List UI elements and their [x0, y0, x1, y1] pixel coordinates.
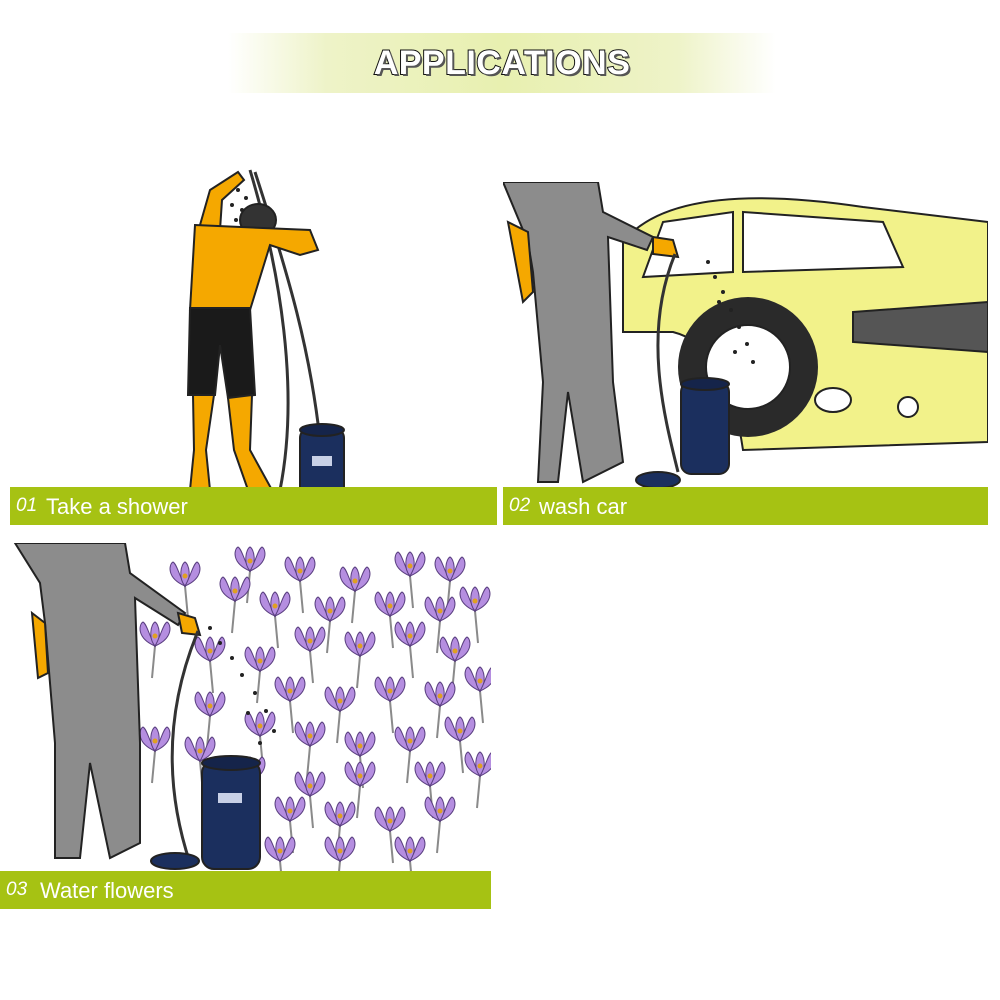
shower-scene	[10, 150, 497, 490]
flower	[374, 676, 406, 734]
flower	[194, 636, 226, 694]
flower	[184, 736, 216, 794]
flower	[394, 726, 426, 784]
flower-field	[139, 546, 491, 871]
flower	[194, 691, 226, 749]
flower	[424, 596, 456, 654]
flower	[439, 636, 471, 694]
flower	[464, 666, 491, 724]
flower	[374, 591, 406, 649]
caption-number: 01	[16, 495, 38, 516]
flower	[339, 566, 371, 624]
caption-label: wash car	[539, 494, 628, 519]
wash-car-illustration	[503, 182, 988, 487]
flower	[324, 686, 356, 744]
water-flowers-scene	[10, 543, 491, 871]
flower	[169, 561, 201, 619]
caption-take-shower: 01 Take a shower	[10, 487, 497, 525]
flower	[234, 546, 266, 604]
flower	[424, 681, 456, 739]
flower	[444, 716, 476, 774]
caption-number: 02	[509, 495, 531, 516]
flower	[244, 646, 276, 704]
flower	[394, 621, 426, 679]
flower	[294, 771, 326, 829]
shower-illustration	[186, 169, 345, 490]
flower	[274, 676, 306, 734]
flower	[284, 556, 316, 614]
flower	[139, 726, 171, 784]
flower	[324, 836, 356, 871]
flower	[219, 576, 251, 634]
caption-number: 03	[6, 879, 28, 900]
water-flowers-illustration	[13, 543, 491, 871]
flower	[259, 591, 291, 649]
flower	[394, 836, 426, 871]
caption-label: Take a shower	[46, 494, 188, 519]
flower	[264, 836, 296, 871]
flower	[294, 626, 326, 684]
wash-car-scene	[503, 182, 988, 487]
caption-wash-car: 02 wash car	[503, 487, 988, 525]
page-title: APPLICATIONS	[373, 43, 631, 83]
flower	[394, 551, 426, 609]
caption-water-flowers: 03 Water flowers	[0, 871, 491, 909]
flower	[314, 596, 346, 654]
flower	[434, 556, 466, 614]
flower	[459, 586, 491, 644]
flower	[424, 796, 456, 854]
flower	[464, 751, 491, 809]
flower	[139, 621, 171, 679]
flower	[294, 721, 326, 779]
flower	[344, 631, 376, 689]
caption-label: Water flowers	[40, 878, 174, 903]
flower	[374, 806, 406, 864]
flower	[344, 761, 376, 819]
title-banner	[228, 33, 776, 93]
